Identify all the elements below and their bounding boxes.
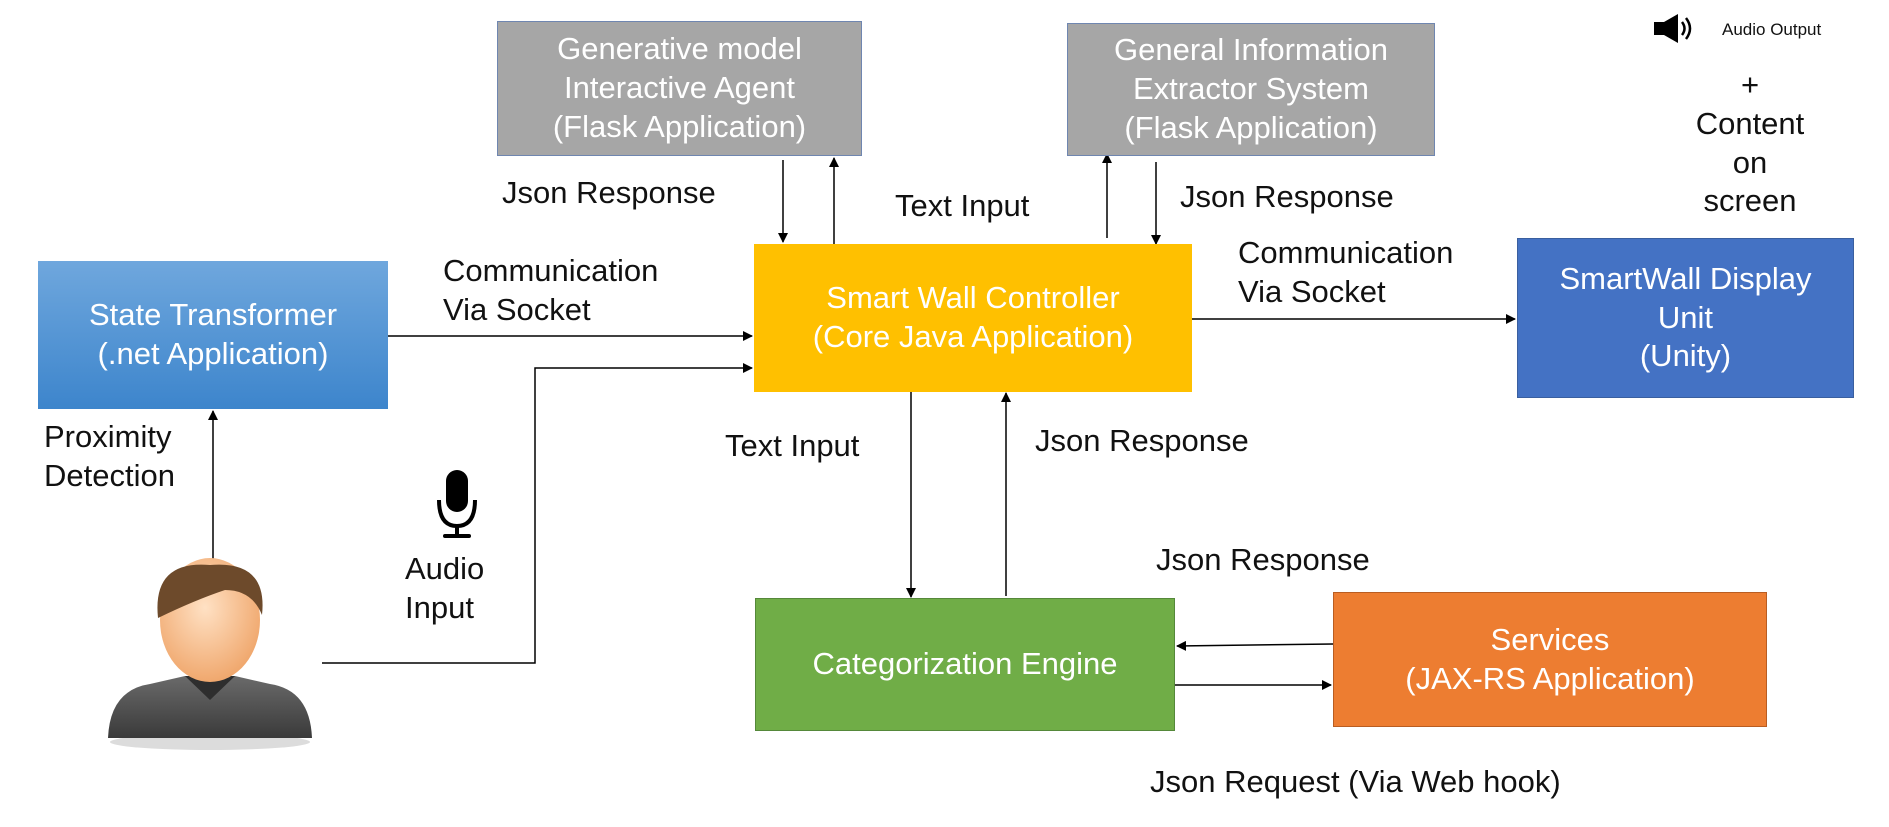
text-input-bottom-label: Text Input xyxy=(725,428,860,463)
services-node: Services (JAX-RS Application) xyxy=(1333,592,1767,727)
display-unit-node: SmartWall Display Unit (Unity) xyxy=(1517,238,1854,398)
categorization-engine-label: Categorization Engine xyxy=(812,646,1118,682)
generative-agent-label: Generative model Interactive Agent (Flas… xyxy=(552,31,807,144)
text-input-top-label: Text Input xyxy=(895,188,1030,223)
speaker-icon xyxy=(1654,14,1692,43)
arrow-services-to-categ xyxy=(1176,640,1334,651)
state-transformer-node: State Transformer (.net Application) xyxy=(38,261,388,409)
info-extractor-node: General Information Extractor System (Fl… xyxy=(1067,23,1435,156)
json-response-services-label: Json Response xyxy=(1156,542,1370,577)
json-response-extractor-label: Json Response xyxy=(1180,179,1394,214)
arrow-user-audio-to-controller xyxy=(322,363,753,664)
user-avatar-icon xyxy=(108,558,312,750)
json-request-label: Json Request (Via Web hook) xyxy=(1150,764,1561,799)
microphone-icon xyxy=(437,470,477,538)
generative-agent-node: Generative model Interactive Agent (Flas… xyxy=(497,21,862,156)
controller-label: Smart Wall Controller (Core Java Applica… xyxy=(812,280,1134,354)
audio-input-label: Audio Input xyxy=(405,551,485,625)
comm-socket-right-label: Communication Via Socket xyxy=(1238,235,1454,309)
comm-socket-left-label: Communication Via Socket xyxy=(443,253,659,327)
proximity-detection-label: Proximity Detection xyxy=(44,419,175,493)
services-label: Services (JAX-RS Application) xyxy=(1405,621,1695,696)
content-on-screen-label: + Content on screen xyxy=(1695,67,1805,219)
categorization-engine-node: Categorization Engine xyxy=(755,598,1175,731)
controller-node: Smart Wall Controller (Core Java Applica… xyxy=(754,244,1192,392)
audio-output-label: Audio Output xyxy=(1722,20,1822,39)
json-response-agent-label: Json Response xyxy=(502,175,716,210)
info-extractor-label: General Information Extractor System (Fl… xyxy=(1114,32,1388,145)
state-transformer-label: State Transformer (.net Application) xyxy=(88,297,338,371)
json-response-categ-label: Json Response xyxy=(1035,423,1249,458)
display-unit-label: SmartWall Display Unit (Unity) xyxy=(1559,260,1812,374)
